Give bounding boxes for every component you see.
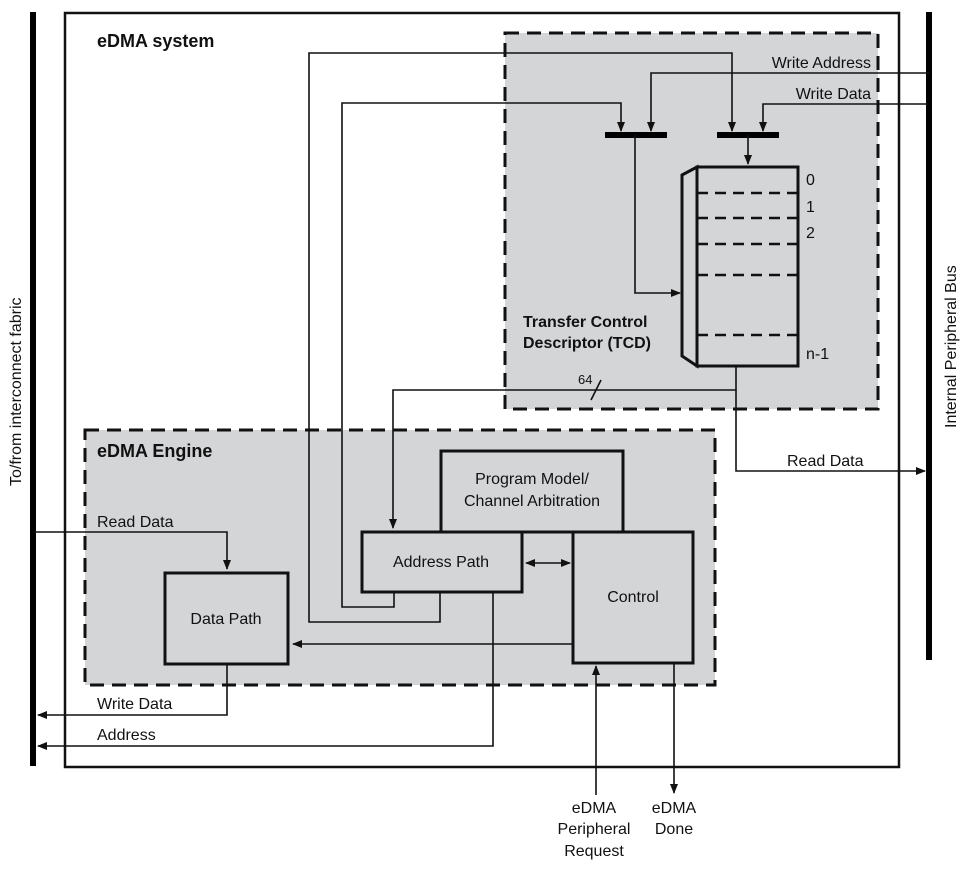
peripheral-request-line2: Peripheral	[558, 821, 631, 838]
tcd-read-data-label: Read Data	[787, 453, 864, 470]
tcd-memory	[680, 164, 800, 369]
program-model-line2: Channel Arbitration	[464, 493, 600, 510]
address-path-label: Address Path	[393, 554, 489, 571]
tcd-row-n-1-label: n-1	[806, 346, 829, 363]
edma-system-box	[63, 11, 901, 769]
peripheral-request-line1: eDMA	[572, 800, 617, 817]
address-path-block: Address Path	[360, 530, 524, 594]
data-path-label: Data Path	[190, 611, 261, 628]
edma-engine-title: eDMA Engine	[97, 441, 212, 461]
fabric-read-data-line	[33, 531, 231, 570]
tcd-row-0-label: 0	[806, 172, 815, 189]
peripheral-request-line3: Request	[564, 843, 624, 860]
tcd-write-address-label: Write Address	[772, 55, 871, 72]
tcd-title-line1: Transfer Control	[523, 314, 647, 331]
write-data-line	[759, 103, 929, 132]
bus-width-label: 64	[578, 372, 592, 387]
tcd-row-2-label: 2	[806, 225, 815, 242]
engine-read-data-label: Read Data	[97, 514, 174, 531]
internal-peripheral-bus-label: Internal Peripheral Bus	[943, 265, 960, 428]
write-address-line	[647, 72, 929, 132]
done-line2: Done	[655, 821, 693, 838]
program-model-block: Program Model/ Channel Arbitration	[439, 449, 625, 534]
engine-to-address-mux-line	[341, 102, 625, 608]
tcd-row-1-label: 1	[806, 199, 815, 216]
data-path-block: Data Path	[163, 571, 290, 666]
tcd-to-address-path-line	[389, 366, 737, 529]
engine-write-data-label: Write Data	[97, 696, 172, 713]
tcd-read-data-line	[735, 390, 926, 475]
address-out-line	[37, 592, 494, 750]
interconnect-fabric-label: To/from interconnect fabric	[8, 297, 25, 486]
control-label: Control	[607, 589, 659, 606]
done-line1: eDMA	[652, 800, 697, 817]
tcd-title-line2: Descriptor (TCD)	[523, 335, 651, 352]
bus-width-slash	[590, 379, 602, 401]
engine-address-label: Address	[97, 727, 156, 744]
address-mux-output	[634, 135, 681, 297]
edma-system-title: eDMA system	[97, 31, 214, 51]
program-model-line1: Program Model/	[475, 471, 589, 488]
control-block: Control	[571, 530, 695, 665]
tcd-write-data-label: Write Data	[796, 86, 871, 103]
write-data-out-line	[37, 664, 228, 719]
engine-to-data-mux-line	[308, 52, 736, 623]
